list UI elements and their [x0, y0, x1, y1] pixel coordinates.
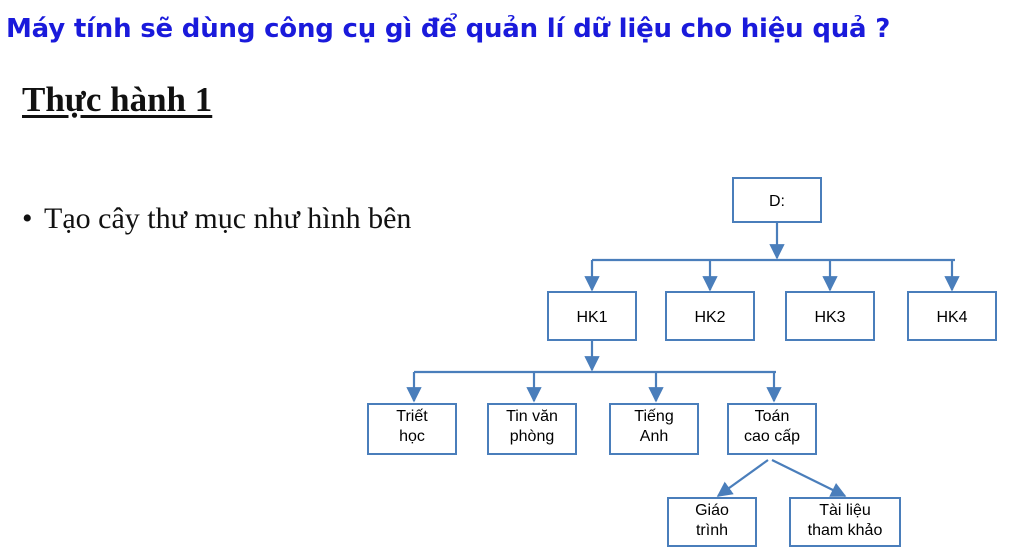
folder-node-tai-lieu-box — [789, 497, 901, 547]
bullet-item: • Tạo cây thư mục như hình bên — [22, 202, 411, 236]
folder-node-giao-trinh: Giáo trình — [667, 497, 757, 547]
folder-node-tai-lieu: Tài liệu tham khảo — [789, 497, 901, 547]
folder-node-subject-1-label-line: Triết — [396, 408, 428, 425]
folder-node-subject-3-label-line: Tiếng — [634, 408, 673, 425]
section-heading: Thực hành 1 — [22, 80, 213, 119]
folder-node-subject-2-box — [487, 403, 577, 455]
folder-node-hk3-box — [785, 291, 875, 341]
folder-node-tai-lieu-label-line: tham khảo — [808, 522, 883, 539]
folder-node-root-box — [732, 177, 822, 223]
folder-node-subject-2-label-line: phòng — [510, 428, 555, 445]
page-title: Máy tính sẽ dùng công cụ gì để quản lí d… — [6, 14, 891, 44]
folder-node-hk1-label: HK1 — [576, 309, 607, 326]
folder-node-hk1: HK1 — [547, 291, 637, 341]
folder-node-subject-4-label-line: Toán — [755, 408, 790, 425]
folder-node-subject-3-label-line: Anh — [640, 428, 668, 445]
folder-node-hk4-label: HK4 — [936, 309, 967, 326]
folder-node-hk4: HK4 — [907, 291, 997, 341]
bullet-text: Tạo cây thư mục như hình bên — [44, 202, 412, 235]
folder-node-subject-2-label-line: Tin văn — [506, 408, 558, 425]
folder-node-giao-trinh-label-line: trình — [696, 522, 728, 539]
folder-node-hk4-box — [907, 291, 997, 341]
folder-node-hk1-box — [547, 291, 637, 341]
folder-node-subject-1-box — [367, 403, 457, 455]
folder-node-subject-4-box — [727, 403, 817, 455]
folder-node-subject-4: Toán cao cấp — [727, 403, 817, 455]
folder-node-hk2-box — [665, 291, 755, 341]
folder-node-giao-trinh-box — [667, 497, 757, 547]
folder-node-subject-1-label-line: học — [399, 428, 425, 445]
folder-node-tai-lieu-label-line: Tài liệu — [819, 502, 871, 519]
bullet-marker: • — [22, 202, 33, 235]
folder-node-root: D: — [732, 177, 822, 223]
folder-node-subject-4-label-line: cao cấp — [744, 428, 800, 445]
folder-node-hk3-label: HK3 — [814, 309, 845, 326]
folder-node-subject-1: Triết học — [367, 403, 457, 455]
folder-node-subject-2: Tin văn phòng — [487, 403, 577, 455]
folder-node-giao-trinh-label-line: Giáo — [695, 502, 729, 519]
folder-node-hk3: HK3 — [785, 291, 875, 341]
folder-node-root-label: D: — [769, 193, 785, 210]
folder-node-subject-3-box — [609, 403, 699, 455]
folder-node-hk2: HK2 — [665, 291, 755, 341]
folder-node-hk2-label: HK2 — [694, 309, 725, 326]
